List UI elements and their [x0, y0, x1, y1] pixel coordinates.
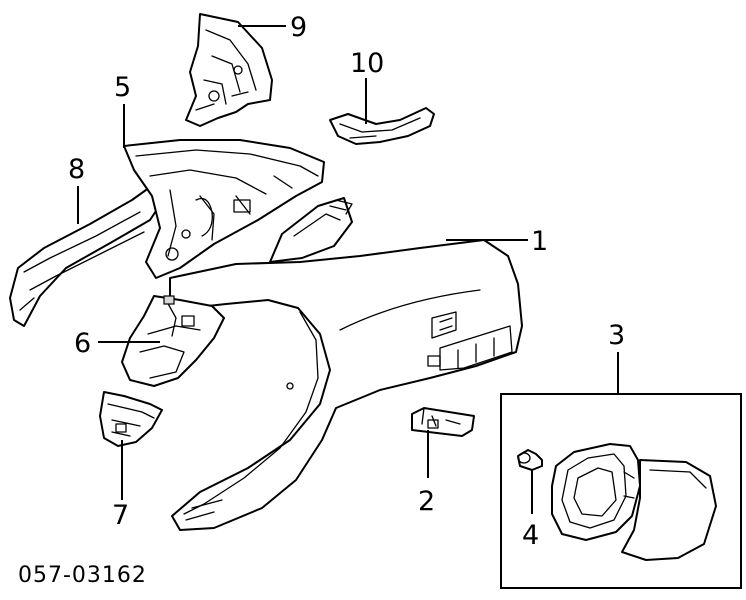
- part-3-fuel-lid-assembly: [551, 443, 717, 561]
- part-5-inner-panel: [123, 139, 325, 279]
- part-10-reinforcement: [329, 107, 435, 145]
- callout-labels: 1 2 3 4 5 6 7 8 9 10: [68, 12, 625, 551]
- callout-8: 8: [68, 154, 85, 185]
- part-7-bracket: [99, 391, 163, 447]
- callout-5: 5: [114, 72, 131, 103]
- callout-4: 4: [522, 520, 539, 551]
- part-3-inset-frame: [500, 393, 742, 589]
- leader-lines: [77, 25, 619, 514]
- callout-7: 7: [112, 500, 129, 531]
- part-6-wheelhouse-inner: [121, 295, 225, 387]
- callout-1: 1: [531, 226, 548, 257]
- callout-10: 10: [350, 48, 384, 79]
- callout-6: 6: [74, 328, 91, 359]
- callout-2: 2: [418, 486, 435, 517]
- part-4-pin: [517, 449, 543, 471]
- callout-9: 9: [290, 12, 307, 43]
- diagram-code: 057-03162: [18, 563, 147, 588]
- part-1-quarter-panel: [169, 197, 523, 531]
- part-8-rail: [9, 179, 167, 327]
- part-9-bracket: [185, 13, 273, 127]
- part-2-block: [411, 407, 475, 437]
- callout-3: 3: [608, 320, 625, 351]
